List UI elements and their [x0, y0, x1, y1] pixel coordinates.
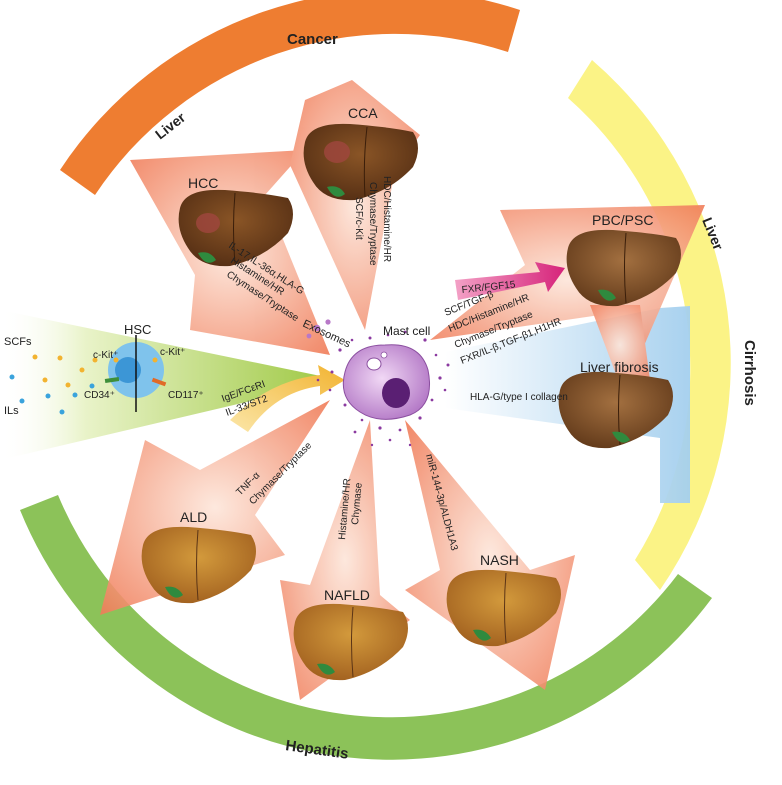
- mast-cell-label: Mast cell: [383, 324, 430, 338]
- mast-cell-granules: [306, 319, 450, 447]
- cancer-label: Cancer: [287, 31, 338, 48]
- mast-cell: [306, 319, 450, 447]
- ckit-left-label: c-Kit⁺: [93, 350, 118, 361]
- hsc-cell: [104, 335, 167, 412]
- arrow-fibrosis: [590, 305, 650, 385]
- ckit-right-label: c-Kit⁺: [160, 347, 185, 358]
- cca-mediator-3: SCF/c-Kit: [353, 197, 364, 240]
- liver-pbc-psc: [566, 229, 681, 307]
- cirrhosis-arc: [568, 60, 731, 590]
- nafld-mediator-2: Chymase: [350, 482, 365, 525]
- cirrhosis-label: Cirrhosis: [741, 340, 758, 406]
- hcc-label: HCC: [188, 175, 218, 191]
- liver-fibrosis-label: Liver fibrosis: [580, 359, 659, 375]
- liver-cca: [303, 123, 418, 201]
- hepatitis-arc: [20, 495, 712, 760]
- hsc-title: HSC: [124, 322, 151, 337]
- liver-hcc: [178, 189, 293, 267]
- liver-nash: [446, 569, 561, 647]
- liver-nafld: [293, 603, 408, 681]
- cancer-arc: [60, 0, 520, 195]
- ald-label: ALD: [180, 509, 207, 525]
- cd34-marker: [104, 377, 120, 383]
- fxr-arrow: [455, 262, 565, 300]
- nash-label: NASH: [480, 552, 519, 568]
- nafld-label: NAFLD: [324, 587, 370, 603]
- cd117-label: CD117⁺: [168, 390, 204, 401]
- cca-label: CCA: [348, 105, 378, 121]
- liver-fibrosis: [558, 371, 673, 449]
- cca-mediator-1: HDC/Histamine/HR: [381, 176, 392, 262]
- nafld-mediators: Histamine/HR Chymase: [337, 478, 365, 540]
- liver-ald: [141, 526, 256, 604]
- cd34-label: CD34⁺: [84, 390, 115, 401]
- pbc-psc-label: PBC/PSC: [592, 212, 653, 228]
- ige-arrow: [230, 365, 345, 432]
- cd117-marker: [151, 377, 167, 387]
- cca-mediators: HDC/Histamine/HR Chymase/Tryptase SCF/c-…: [353, 176, 392, 266]
- hsc-green-arrow: [0, 310, 340, 460]
- fibrosis-mediator: HLA-G/type I collagen: [470, 392, 568, 403]
- scfs-label: SCFs: [4, 336, 32, 348]
- ils-label: ILs: [4, 405, 19, 417]
- cca-mediator-2: Chymase/Tryptase: [367, 182, 378, 266]
- hsc-dots: [9, 354, 98, 415]
- nafld-mediator-1: Histamine/HR: [337, 478, 353, 540]
